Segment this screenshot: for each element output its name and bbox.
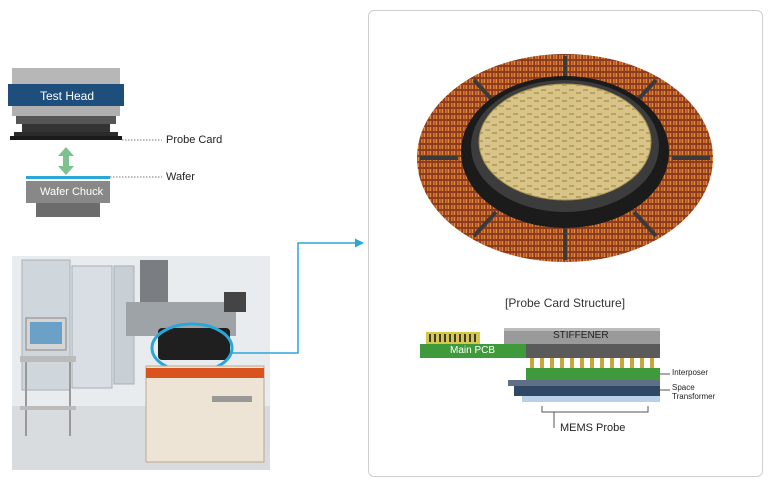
structure-diagram	[420, 328, 670, 428]
test-head-block	[8, 84, 124, 106]
probe-row	[522, 396, 660, 402]
interposer-block	[526, 368, 660, 380]
wafer-chuck-base	[36, 203, 100, 217]
interposer-label: Interposer	[672, 368, 709, 377]
up-down-arrow-icon	[58, 147, 74, 175]
wafer-chuck-top	[26, 181, 110, 203]
test-head-bottom	[12, 106, 120, 116]
wafer-line	[26, 176, 110, 179]
prober-base	[145, 365, 265, 463]
mems-probe-label: MEMS Probe	[560, 422, 626, 434]
probe-card-plate	[10, 136, 122, 140]
test-head-top	[12, 68, 120, 86]
wafer-label: Wafer	[166, 171, 195, 183]
arrow-head-icon	[355, 238, 364, 248]
space-transformer-label-2: Transformer	[672, 392, 716, 401]
prober-monitor	[224, 292, 246, 312]
connector-arrow	[232, 238, 364, 354]
probe-holder-1	[16, 116, 116, 124]
cart	[20, 356, 76, 362]
space-transformer-label-1: Space	[672, 383, 695, 392]
cabinet	[71, 265, 113, 389]
main-pcb-label: Main PCB	[450, 345, 496, 356]
probe-holder-3	[14, 132, 118, 136]
space-transformer-block	[514, 386, 660, 396]
probe-holder-2	[22, 124, 110, 132]
test-head-photo	[158, 328, 230, 360]
probe-card-label: Probe Card	[166, 134, 223, 146]
wafer-die-area	[479, 84, 651, 200]
prober-stripe	[146, 368, 264, 378]
stiffener-block	[504, 328, 660, 344]
test-head-label: Test Head	[40, 89, 95, 103]
tester-diagram	[8, 68, 162, 217]
wafer-chuck-label: Wafer Chuck	[40, 186, 104, 198]
structure-title: [Probe Card Structure]	[505, 296, 626, 310]
probe-station-photo	[12, 256, 270, 470]
probe-card-image	[417, 54, 713, 262]
monitor-screen	[30, 322, 62, 344]
stiffener-label: STIFFENER	[553, 330, 609, 341]
